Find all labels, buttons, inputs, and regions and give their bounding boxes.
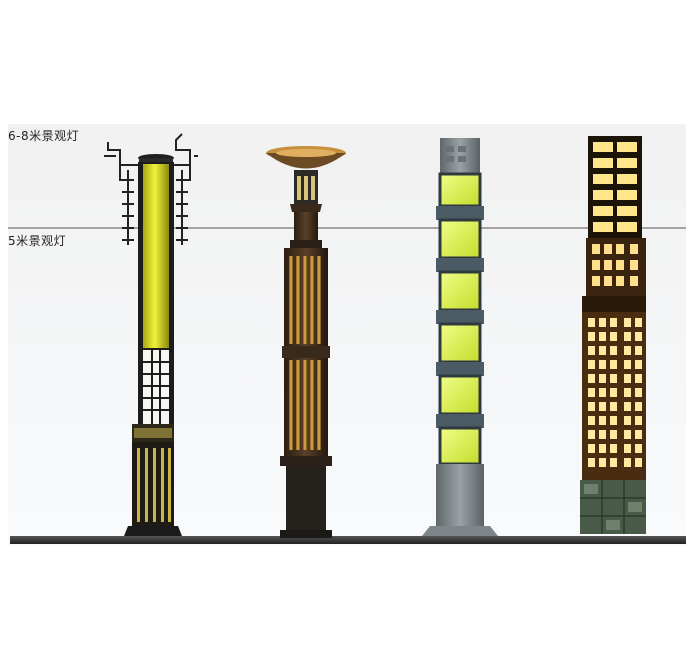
height-label-6-8m: 6-8米景观灯	[8, 129, 80, 143]
height-label-5m: 5米景观灯	[8, 234, 67, 248]
ground-strip	[10, 536, 686, 544]
lamp-1-scroll-top-post	[104, 133, 198, 536]
lamp-3-glass-block-column	[422, 138, 498, 536]
lamp-4-grid-tower	[580, 136, 646, 534]
tower-top-windows	[593, 142, 637, 232]
lamp-2-bowl-top-column	[266, 146, 346, 538]
backdrop	[8, 124, 686, 546]
